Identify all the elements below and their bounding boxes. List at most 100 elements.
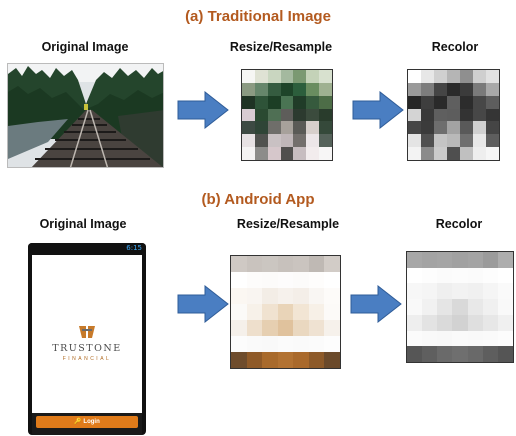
pixel-cell bbox=[262, 272, 278, 288]
pixel-cell bbox=[447, 134, 460, 148]
original-photo bbox=[7, 63, 164, 168]
label-b-original: Original Image bbox=[39, 217, 127, 231]
pixel-cell bbox=[421, 134, 434, 148]
pixel-cell bbox=[434, 95, 447, 109]
pixel-cell bbox=[254, 95, 268, 109]
status-time: 6:15 bbox=[126, 244, 142, 252]
pixel-cell bbox=[421, 70, 434, 83]
pixel-cell bbox=[293, 147, 307, 160]
pixel-cell bbox=[308, 256, 325, 272]
android-resampled-image bbox=[230, 255, 341, 369]
pixel-cell bbox=[422, 267, 438, 284]
pixel-cell bbox=[437, 299, 453, 315]
pixel-cell bbox=[246, 256, 263, 272]
pixel-cell bbox=[473, 70, 486, 83]
android-phone-screenshot: 6:15 TRUSTONE FINANCIAL 🔑 Login bbox=[28, 243, 146, 435]
pixel-cell bbox=[254, 134, 268, 148]
pixel-cell bbox=[447, 147, 460, 160]
pixel-cell bbox=[422, 252, 438, 268]
pixel-cell bbox=[486, 134, 499, 148]
pixel-cell bbox=[497, 330, 513, 347]
pixel-cell bbox=[246, 336, 263, 352]
pixel-cell bbox=[308, 304, 325, 320]
pixel-cell bbox=[437, 283, 453, 300]
pixel-cell bbox=[324, 288, 340, 304]
pixel-cell bbox=[231, 320, 247, 336]
pixel-cell bbox=[447, 82, 460, 96]
arrow-b-2 bbox=[350, 285, 402, 323]
pixel-cell bbox=[434, 108, 447, 122]
pixel-cell bbox=[280, 147, 294, 160]
pixel-cell bbox=[467, 252, 483, 268]
pixel-cell bbox=[422, 299, 438, 315]
pixel-cell bbox=[231, 256, 247, 272]
pixel-cell bbox=[280, 108, 294, 122]
pixel-cell bbox=[242, 95, 255, 109]
label-b-recolor: Recolor bbox=[435, 217, 483, 231]
pixel-cell bbox=[408, 134, 421, 148]
pixel-cell bbox=[308, 352, 325, 368]
pixel-cell bbox=[242, 147, 255, 160]
pixel-cell bbox=[262, 288, 278, 304]
pixel-cell bbox=[447, 121, 460, 135]
section-a-title: (a) Traditional Image bbox=[185, 8, 331, 25]
label-a-resize: Resize/Resample bbox=[229, 40, 333, 54]
trustone-logo-icon bbox=[79, 326, 95, 338]
pixel-cell bbox=[482, 330, 498, 347]
pixel-cell bbox=[246, 304, 263, 320]
pixel-cell bbox=[452, 299, 468, 315]
pixel-cell bbox=[407, 283, 423, 300]
pixel-cell bbox=[308, 320, 325, 336]
pixel-cell bbox=[497, 346, 513, 362]
pixel-cell bbox=[293, 134, 307, 148]
pixel-cell bbox=[421, 147, 434, 160]
pixel-cell bbox=[306, 95, 320, 109]
pixel-cell bbox=[460, 70, 473, 83]
pixel-cell bbox=[482, 346, 498, 362]
pixel-cell bbox=[319, 121, 332, 135]
arrow-b-1 bbox=[177, 285, 229, 323]
pixel-cell bbox=[408, 147, 421, 160]
pixel-cell bbox=[497, 314, 513, 331]
pixel-cell bbox=[319, 134, 332, 148]
pixel-cell bbox=[293, 82, 307, 96]
pixel-cell bbox=[319, 95, 332, 109]
pixel-cell bbox=[473, 147, 486, 160]
pixel-cell bbox=[308, 272, 325, 288]
pixel-cell bbox=[254, 82, 268, 96]
pixel-cell bbox=[280, 121, 294, 135]
pixel-cell bbox=[473, 82, 486, 96]
pixel-cell bbox=[262, 352, 278, 368]
pixel-cell bbox=[231, 272, 247, 288]
pixel-cell bbox=[324, 304, 340, 320]
login-button[interactable]: 🔑 Login bbox=[36, 416, 138, 428]
pixel-cell bbox=[407, 314, 423, 331]
pixel-cell bbox=[422, 330, 438, 347]
pixel-cell bbox=[293, 70, 307, 83]
label-a-recolor: Recolor bbox=[431, 40, 479, 54]
pixel-cell bbox=[277, 336, 294, 352]
pixel-cell bbox=[486, 147, 499, 160]
pixel-cell bbox=[293, 288, 309, 304]
pixel-cell bbox=[277, 320, 294, 336]
pixel-cell bbox=[267, 70, 281, 83]
pixel-cell bbox=[408, 121, 421, 135]
pixel-cell bbox=[482, 299, 498, 315]
pixel-cell bbox=[262, 256, 278, 272]
pixel-cell bbox=[324, 320, 340, 336]
pixel-cell bbox=[482, 267, 498, 284]
pixel-cell bbox=[306, 134, 320, 148]
android-recolored-image bbox=[406, 251, 514, 363]
pixel-cell bbox=[467, 283, 483, 300]
pixel-cell bbox=[460, 108, 473, 122]
pixel-cell bbox=[460, 147, 473, 160]
pixel-cell bbox=[267, 82, 281, 96]
pixel-cell bbox=[473, 121, 486, 135]
pixel-cell bbox=[324, 272, 340, 288]
traditional-recolored-image bbox=[407, 69, 500, 161]
pixel-cell bbox=[324, 256, 340, 272]
pixel-cell bbox=[231, 288, 247, 304]
key-icon: 🔑 bbox=[74, 419, 82, 425]
pixel-cell bbox=[319, 70, 332, 83]
pixel-cell bbox=[422, 283, 438, 300]
